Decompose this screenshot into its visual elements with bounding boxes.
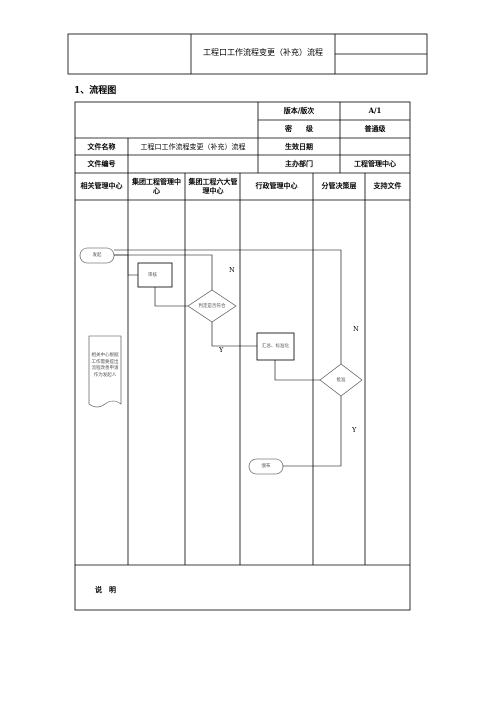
file-number-label: 文件编号 [87, 159, 116, 168]
flow-doc-note: 相关中心根据工作需要提出流程改善申请作为发起人 [91, 353, 119, 378]
version-value: A/1 [368, 106, 382, 115]
lane-header-six-centers: 集团工程六大管理中心 [188, 177, 238, 195]
doc-title: 工程口工作流程变更（补充）流程 [203, 48, 323, 57]
flow-review-label: 审核 [148, 273, 157, 278]
flow-summarize-label: 汇总、标准化 [262, 344, 289, 349]
file-name-label: 文件名称 [87, 142, 116, 151]
flow-y-label-1: Y [219, 346, 224, 354]
notes-label: 说 明 [95, 585, 116, 594]
flow-publish-label: 颁布 [261, 464, 271, 469]
lane-header-group-engineering: 集团工程管理中心 [132, 177, 181, 195]
dept-value: 工程管理中心 [354, 159, 396, 168]
flow-approve-label: 批准 [336, 378, 346, 383]
lane-header-admin-center: 行政管理中心 [255, 181, 298, 190]
secrecy-label: 密 级 [285, 124, 313, 133]
file-name-value: 工程口工作流程变更（补充）流程 [140, 143, 246, 151]
flow-n-label-1: N [229, 266, 235, 274]
flow-y-label-2: Y [352, 426, 357, 434]
version-label: 版本/版次 [283, 106, 315, 115]
lane-header-decision-level: 分管决策层 [321, 181, 357, 190]
lane-header-related-center: 相关管理中心 [80, 181, 123, 190]
flow-n-label-2: N [353, 325, 359, 333]
flow-start-label: 发起 [92, 253, 102, 258]
flow-decide-label: 判定是否符合 [198, 304, 226, 309]
lane-header-support-docs: 支持文件 [373, 181, 402, 190]
section-heading: 1、流程图 [74, 86, 117, 96]
secrecy-value: 普通级 [364, 124, 386, 133]
effective-date-label: 生效日期 [285, 142, 313, 151]
dept-label: 主办部门 [285, 159, 313, 168]
